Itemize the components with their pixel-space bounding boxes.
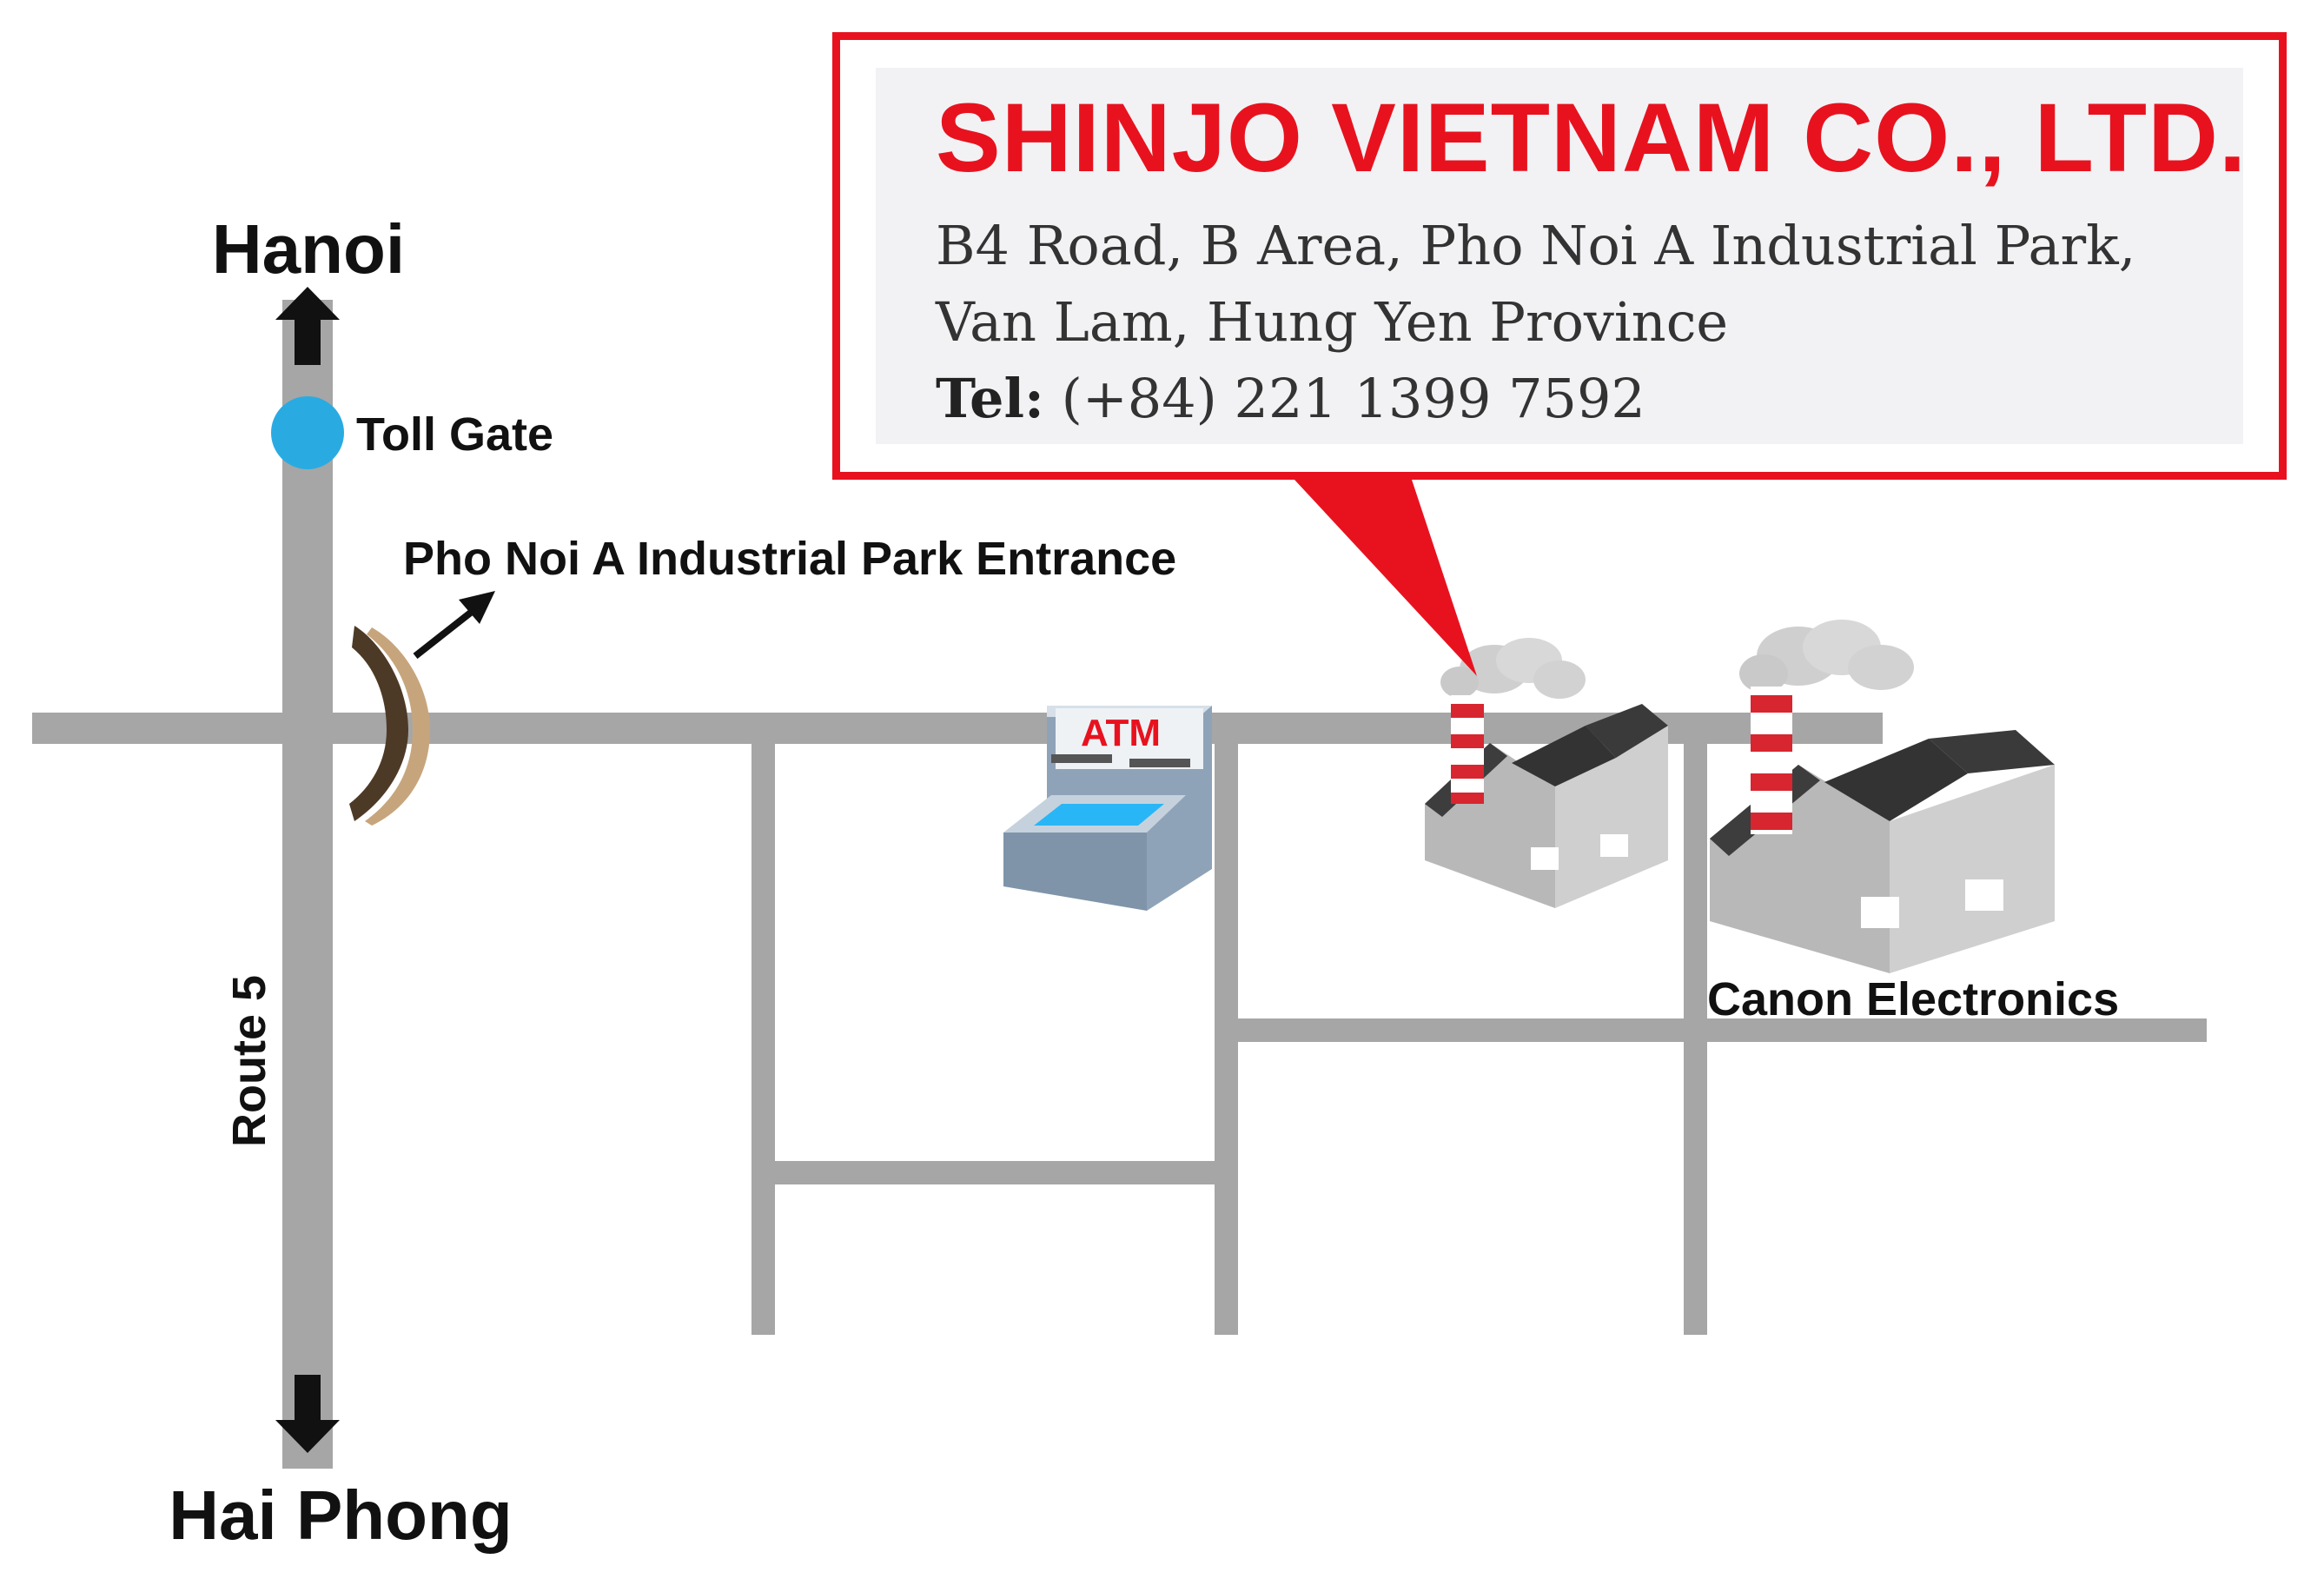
north-city-label: Hanoi	[212, 210, 405, 288]
entrance-gate-icon	[349, 591, 495, 826]
route-label: Route 5	[223, 975, 275, 1147]
phone-label: Tel:	[936, 367, 1044, 430]
atm-icon: ATM	[1003, 706, 1212, 911]
toll-gate-label: Toll Gate	[356, 408, 553, 461]
neighbor-factory-label: Canon Electronics	[1707, 973, 2119, 1025]
company-name: SHINJO VIETNAM CO., LTD.	[936, 83, 2248, 192]
atm-label: ATM	[1081, 712, 1161, 754]
up-arrow-icon	[275, 287, 340, 365]
phone-line: Tel: (+84) 221 1399 7592	[936, 367, 1645, 430]
phone-number[interactable]: (+84) 221 1399 7592	[1043, 367, 1645, 430]
route-5-road	[282, 300, 333, 1469]
cross-road-right	[1238, 1018, 2207, 1042]
toll-gate-icon	[271, 396, 344, 469]
company-info-callout: SHINJO VIETNAM CO., LTD. B4 Road, B Area…	[832, 32, 2287, 480]
road-network	[32, 300, 2207, 1469]
address-line-2: Van Lam, Hung Yen Province	[936, 290, 1729, 354]
factory-icon	[1425, 638, 1668, 908]
park-entrance-label: Pho Noi A Industrial Park Entrance	[403, 533, 1176, 585]
down-arrow-icon	[275, 1375, 340, 1453]
side-road-2	[1215, 744, 1238, 1335]
cross-road-lower	[775, 1161, 1215, 1184]
callout-background	[876, 68, 2243, 444]
side-road-1	[751, 744, 775, 1335]
south-city-label: Hai Phong	[169, 1476, 513, 1554]
address-line-1: B4 Road, B Area, Pho Noi A Industrial Pa…	[936, 214, 2136, 277]
factory-icon	[1710, 620, 2055, 973]
callout-pointer	[1294, 480, 1477, 676]
